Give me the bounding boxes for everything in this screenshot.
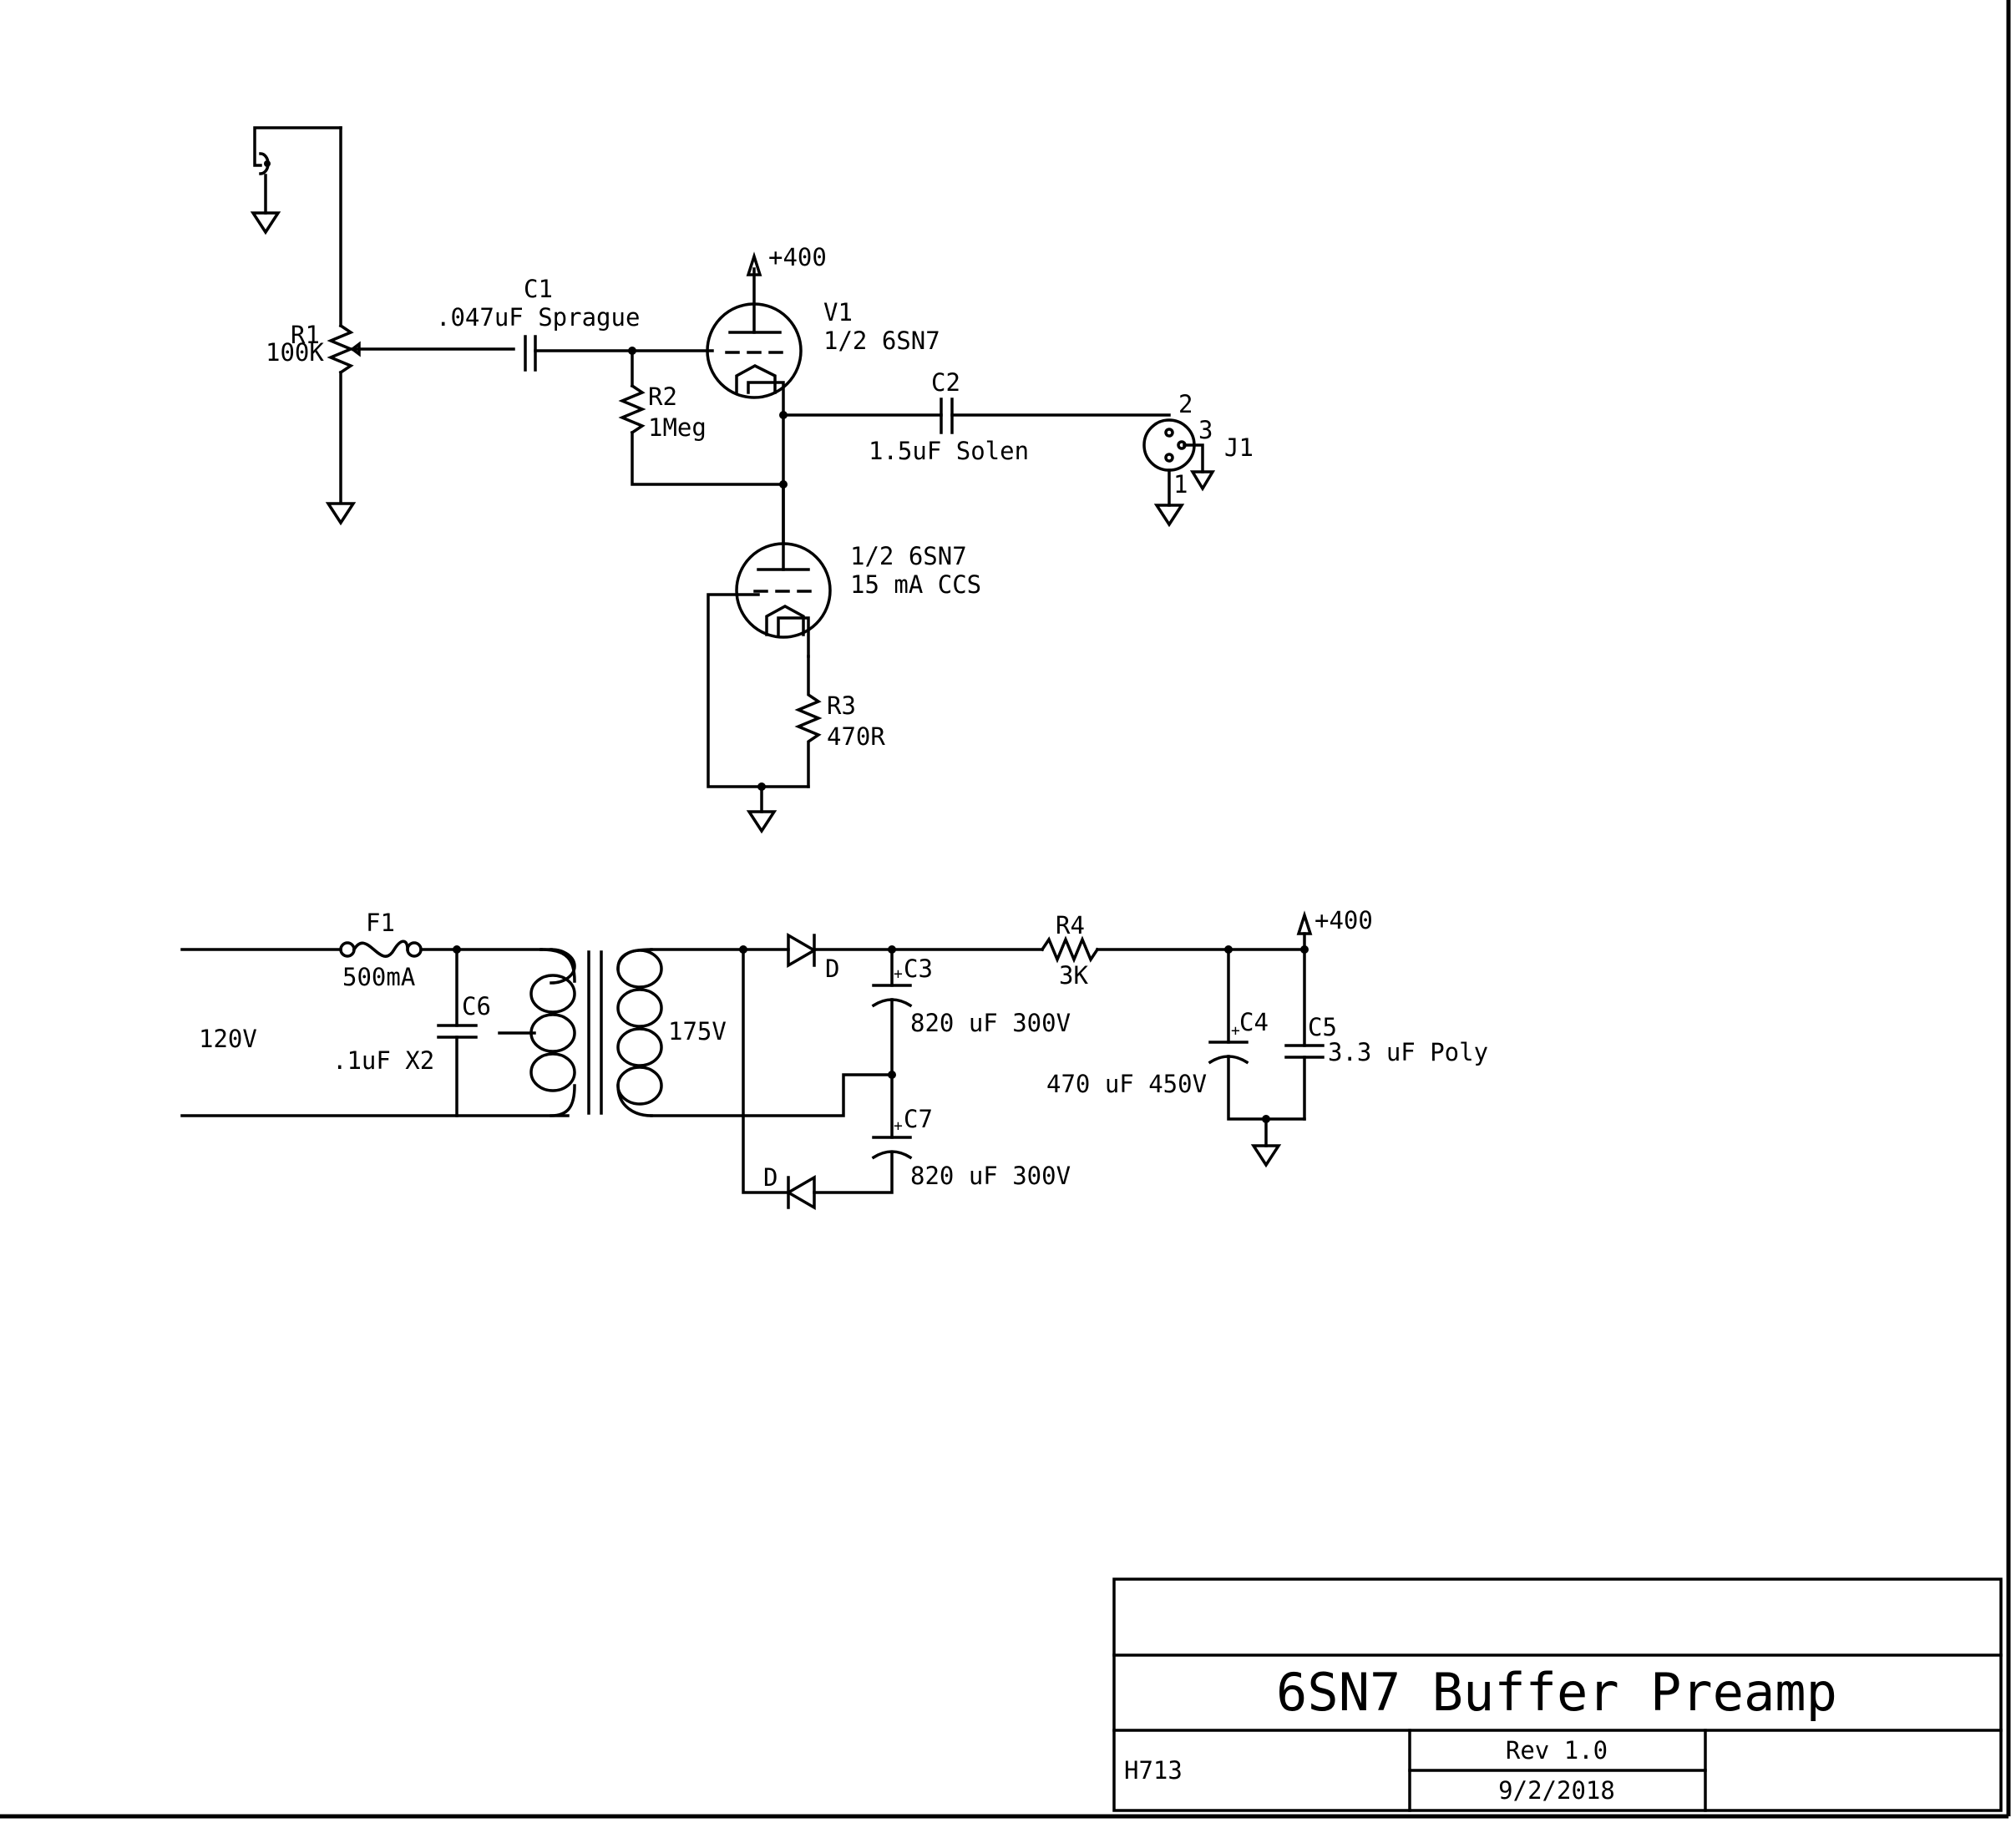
c7-capacitor: + C7 820 uF 300V [813, 1073, 1071, 1194]
input-jack [250, 126, 342, 327]
c6-value-label: .1uF X2 [332, 1046, 434, 1075]
diode-top: D [787, 932, 894, 983]
r3-ref-label: R3 [827, 691, 856, 720]
power-transformer: 175V [498, 948, 727, 1117]
r4-resistor: R4 3K [890, 911, 1306, 990]
r3-resistor: R3 470R [707, 593, 885, 834]
r4-ref-label: R4 [1056, 911, 1085, 939]
v2-desc-label: 15 mA CCS [850, 570, 981, 599]
c5-value-label: 3.3 uF Poly [1328, 1038, 1488, 1066]
c3-plus-label: + [894, 965, 903, 983]
diode-bottom-label: D [763, 1163, 778, 1192]
diode-top-label: D [825, 955, 839, 983]
v2-triode-ccs: 1/2 6SN7 15 mA CCS [735, 483, 981, 658]
v1-bplus-label: +400 [768, 243, 827, 271]
bplus-rail-bottom: +400 [1296, 906, 1373, 951]
c6-ref-label: C6 [462, 992, 491, 1020]
j1-pin2-label: 2 [1178, 390, 1193, 418]
c5-ref-label: C5 [1308, 1013, 1337, 1041]
c3-capacitor: + C3 820 uF 300V [871, 948, 1071, 1076]
c7-plus-label: + [894, 1117, 903, 1135]
f1-ref-label: F1 [366, 909, 395, 937]
c1-capacitor: C1 .047uF Sprague [436, 275, 714, 372]
c4-value-label: 470 uF 450V [1046, 1070, 1207, 1098]
r2-value-label: 1Meg [648, 413, 707, 442]
r3-value-label: 470R [827, 722, 885, 751]
c3-value-label: 820 uF 300V [910, 1009, 1071, 1037]
c7-value-label: 820 uF 300V [910, 1162, 1071, 1190]
j1-ref-label: J1 [1224, 433, 1254, 462]
date-label: 9/2/2018 [1498, 1776, 1615, 1805]
r1-potentiometer: R1 100K [266, 321, 515, 526]
v2-value-label: 1/2 6SN7 [850, 542, 967, 570]
r4-value-label: 3K [1059, 961, 1088, 990]
c7-ref-label: C7 [904, 1105, 933, 1133]
c1-ref-label: C1 [524, 275, 553, 303]
v1-value-label: 1/2 6SN7 [823, 327, 940, 355]
c2-capacitor: C2 1.5uF Solen [782, 368, 1171, 465]
v1-ref-label: V1 [823, 298, 853, 327]
r1-value-label: 100K [266, 338, 324, 367]
r1-ref-label: R1 [291, 321, 320, 349]
c2-value-label: 1.5uF Solen [869, 437, 1029, 465]
j1-pin1-label: 1 [1173, 470, 1188, 499]
secondary-voltage-label: 175V [668, 1017, 727, 1046]
c1-value-label: .047uF Sprague [436, 303, 640, 332]
c5-capacitor: C5 3.3 uF Poly [1284, 948, 1488, 1121]
r2-ref-label: R2 [648, 382, 677, 411]
drawing-title: 6SN7 Buffer Preamp [1276, 1662, 1837, 1723]
j1-xlr-output: 2 3 1 J1 [1142, 390, 1254, 528]
j1-pin3-label: 3 [1198, 416, 1213, 444]
diode-bottom: D [742, 948, 816, 1211]
title-block: 6SN7 Buffer Preamp H713 Rev 1.0 9/2/2018 [1112, 1577, 2003, 1812]
c4-capacitor: + C4 470 uF 450V [1046, 948, 1306, 1121]
mains-voltage-label: 120V [199, 1025, 257, 1053]
drawing-number: H713 [1124, 1756, 1183, 1785]
c4-ref-label: C4 [1239, 1008, 1269, 1036]
c6-capacitor: C6 .1uF X2 [332, 948, 491, 1117]
c3-ref-label: C3 [904, 955, 933, 983]
bplus-bottom-label: +400 [1314, 906, 1373, 934]
c2-ref-label: C2 [931, 368, 960, 397]
c4-plus-label: + [1231, 1022, 1240, 1040]
mains-input: F1 500mA 120V [180, 909, 570, 1117]
r2-resistor: R2 1Meg [618, 349, 785, 486]
f1-value-label: 500mA [342, 963, 415, 991]
revision-label: Rev 1.0 [1506, 1736, 1608, 1765]
v1-triode: +400 V1 1/2 6SN7 [706, 243, 940, 417]
